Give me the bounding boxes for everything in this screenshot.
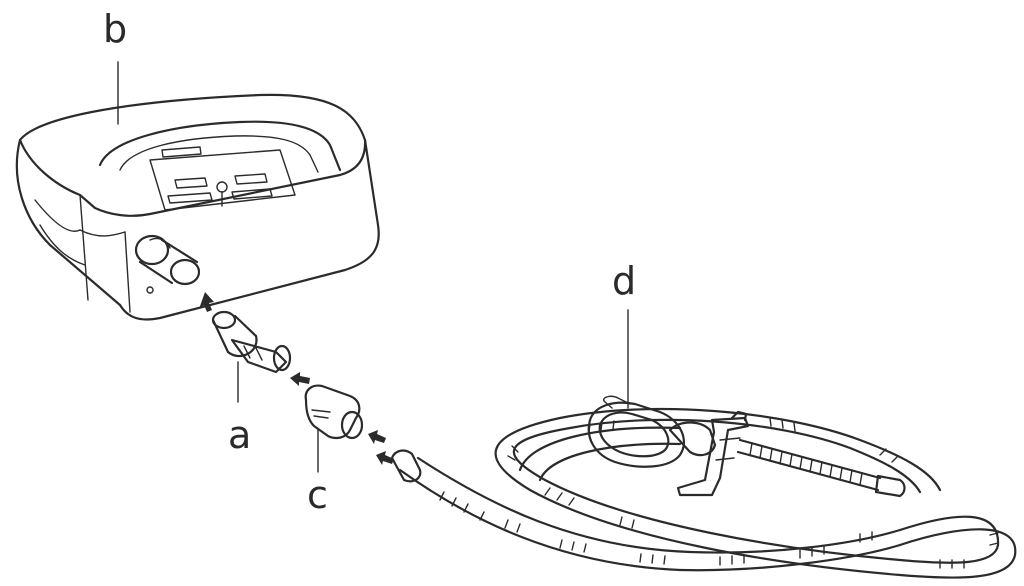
callout-label-a: a [228, 413, 252, 457]
callout-label-d: d [612, 259, 637, 303]
callout-label-c: c [307, 473, 328, 517]
mask-part-d [587, 395, 906, 498]
insert-arrow-2 [290, 372, 310, 386]
air-tubing [390, 407, 1017, 579]
adapter-part-a [211, 310, 292, 374]
insert-arrow-1 [199, 292, 214, 312]
insert-arrow-3 [368, 430, 386, 444]
connector-part-c [304, 384, 364, 440]
insert-arrow-4 [376, 451, 394, 465]
callout-label-b: b [103, 7, 128, 51]
cpap-device [15, 93, 380, 321]
